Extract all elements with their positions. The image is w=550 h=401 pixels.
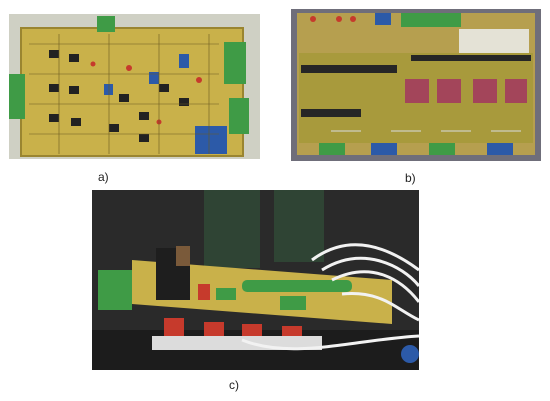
photo-panel-a bbox=[9, 14, 260, 159]
pcb-image-b bbox=[291, 9, 541, 161]
pcb-image-c bbox=[92, 190, 419, 370]
caption-c: c) bbox=[229, 378, 239, 392]
photo-panel-b bbox=[291, 9, 541, 161]
caption-a: a) bbox=[98, 170, 109, 184]
photo-panel-c bbox=[92, 190, 419, 370]
pcb-image-a bbox=[9, 14, 260, 159]
caption-b: b) bbox=[405, 171, 416, 185]
